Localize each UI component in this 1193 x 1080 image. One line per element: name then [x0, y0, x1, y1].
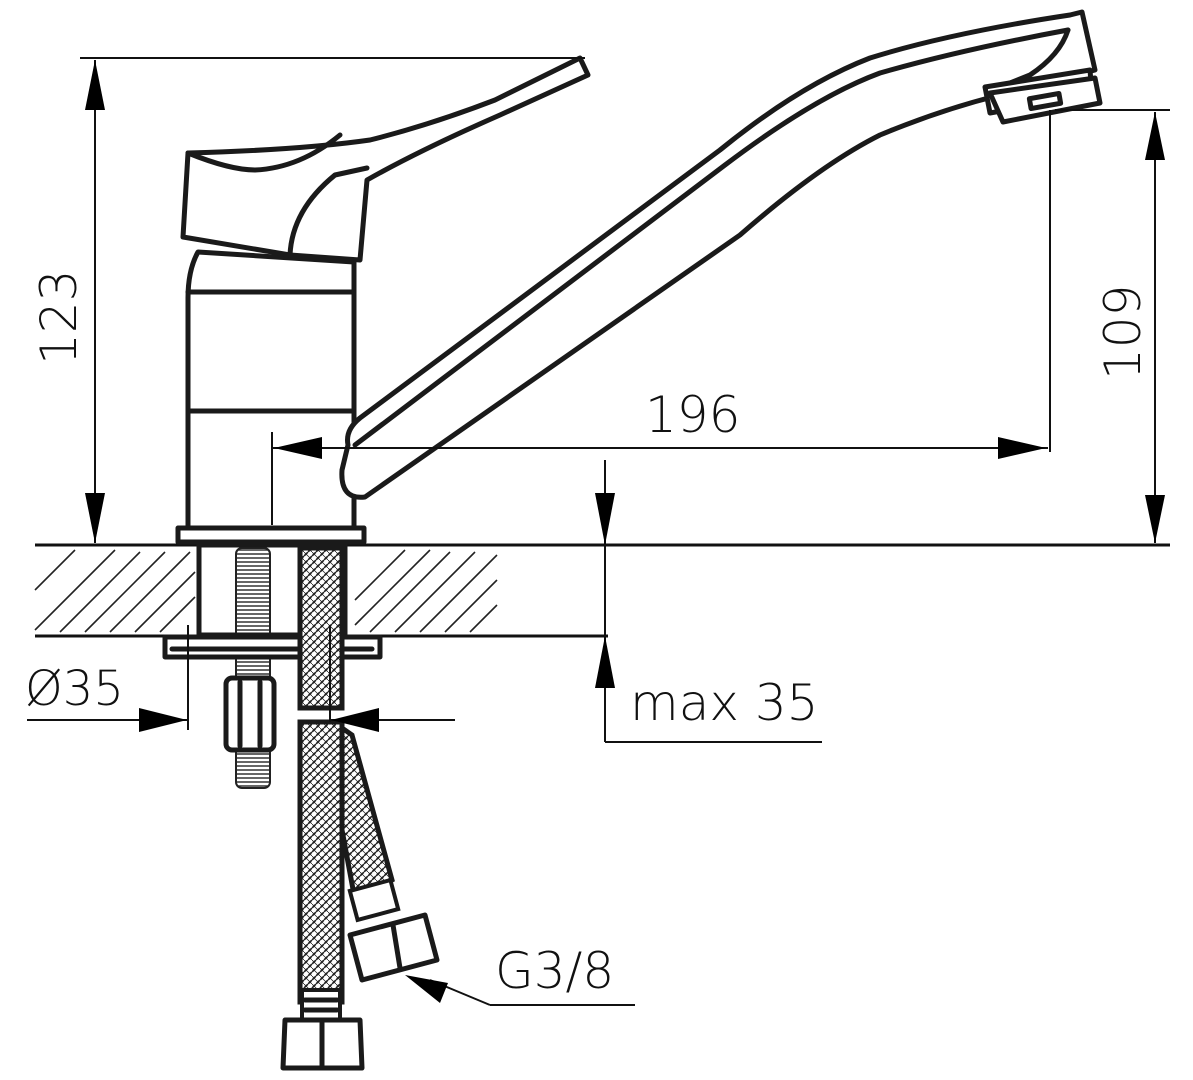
lever-handle — [180, 55, 591, 263]
label-overall-height: 123 — [30, 270, 88, 365]
swivel-spout — [339, 9, 1098, 500]
label-hose-thread: G3/8 — [495, 942, 614, 1000]
dimension-max-thickness: max 35 — [595, 460, 822, 743]
callout-hose-thread: G3/8 — [405, 942, 635, 1006]
braided-supply-hoses — [297, 545, 401, 1022]
label-spout-reach: 196 — [645, 386, 740, 444]
dimension-spout-height: 109 — [1049, 109, 1170, 543]
label-max-thickness: max 35 — [630, 674, 818, 732]
fixing-nut — [223, 675, 277, 753]
dimension-hole-diameter: Ø35 — [25, 625, 455, 732]
hose-connector-nuts — [280, 912, 440, 1071]
countertop-hatching — [34, 549, 498, 633]
mixer-body — [175, 249, 367, 545]
aerator — [982, 67, 1103, 125]
label-hole-diameter: Ø35 — [25, 661, 124, 717]
dimension-overall-height: 123 — [30, 57, 585, 543]
dimension-spout-reach: 196 — [271, 386, 1048, 525]
label-spout-height: 109 — [1094, 285, 1152, 380]
countertop-section — [34, 543, 1170, 638]
